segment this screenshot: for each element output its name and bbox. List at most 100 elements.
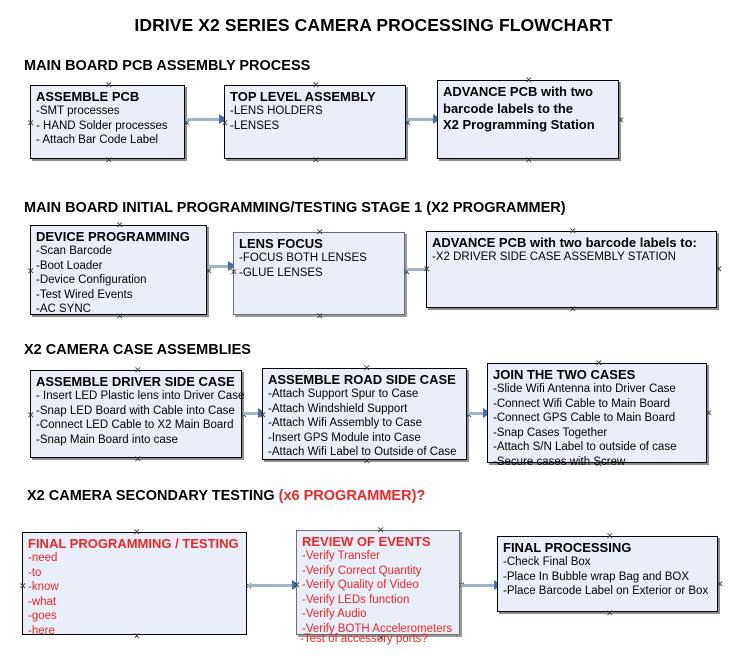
node-lens-focus[interactable]: LENS FOCUS -FOCUS BOTH LENSES -GLUE LENS…	[233, 232, 405, 315]
section-heading-2-text: MAIN BOARD INITIAL PROGRAMMING/TESTING S…	[24, 200, 566, 216]
node-line: -Verify BOTH Accelerometers	[302, 622, 453, 635]
node-line: -Verify Correct Quantity	[302, 564, 422, 577]
selection-handle[interactable]	[525, 77, 532, 84]
node-join-the-two-cases[interactable]: JOIN THE TWO CASES -Slide Wifi Antenna i…	[487, 360, 707, 468]
node-line: -Attach Wifi Label to Outside of Case	[268, 446, 457, 458]
node-line: -SMT processes	[36, 105, 120, 117]
node-line: -goes	[28, 610, 57, 622]
selection-handle[interactable]	[404, 120, 411, 127]
selection-handle[interactable]	[606, 533, 613, 540]
selection-handle[interactable]	[606, 610, 613, 617]
selection-handle[interactable]	[134, 367, 141, 374]
node-line: -Connect LED Cable to X2 Main Board	[36, 419, 234, 431]
section-heading-4-text: X2 CAMERA SECONDARY TESTING	[27, 488, 279, 504]
node-final-processing[interactable]: FINAL PROCESSING -Check Final Box -Place…	[497, 536, 718, 612]
node-title: FINAL PROGRAMMING / TESTING	[28, 536, 239, 551]
selection-handle[interactable]	[133, 529, 140, 536]
connector-arrow	[243, 412, 263, 415]
selection-handle[interactable]	[363, 365, 370, 372]
node-advance-pcb-driver-station[interactable]: ADVANCE PCB with two barcode labels to: …	[426, 231, 717, 308]
node-top-level-assembly[interactable]: TOP LEVEL ASSEMBLY -LENS HOLDERS -LENSES	[224, 85, 406, 159]
node-line: -LENS HOLDERS	[230, 105, 323, 117]
section-heading-4: X2 CAMERA SECONDARY TESTING (x6 PROGRAMM…	[27, 488, 425, 504]
selection-handle[interactable]	[116, 222, 123, 229]
selection-handle[interactable]	[134, 456, 141, 463]
node-title: ADVANCE PCB with two barcode labels to:	[432, 235, 697, 250]
node-line: -Connect Wifi Cable to Main Board	[493, 397, 671, 410]
arrowhead-icon	[219, 114, 227, 124]
selection-handle[interactable]	[569, 228, 576, 235]
section-heading-2: MAIN BOARD INITIAL PROGRAMMING/TESTING S…	[24, 200, 566, 216]
node-advance-pcb-programming[interactable]: ADVANCE PCB with two barcode labels to t…	[437, 80, 619, 159]
connector-arrow	[248, 584, 296, 587]
node-line: -AC SYNC	[36, 303, 91, 315]
node-line: - Insert LED Plastic lens into Driver Ca…	[36, 390, 245, 402]
selection-handle[interactable]	[316, 313, 323, 320]
node-final-programming-testing[interactable]: FINAL PROGRAMMING / TESTING -need -to -k…	[19, 529, 247, 637]
node-line: - HAND Solder processes	[36, 119, 168, 132]
selection-handle[interactable]	[569, 306, 576, 313]
selection-handle[interactable]	[105, 157, 112, 164]
node-title: JOIN THE TWO CASES	[493, 367, 636, 382]
node-line: -Attach Support Spur to Case	[268, 388, 419, 400]
node-line: -Boot Loader	[36, 259, 103, 272]
node-line: -Insert GPS Module into Case	[268, 431, 421, 444]
selection-handle[interactable]	[595, 360, 602, 367]
selection-handle[interactable]	[705, 410, 712, 417]
connector-arrow	[407, 118, 436, 121]
node-review-of-events[interactable]: REVIEW OF EVENTS -Verify Transfer -Verif…	[296, 530, 460, 635]
selection-handle[interactable]	[27, 412, 34, 419]
selection-handle[interactable]	[27, 268, 34, 275]
node-line: -Snap Main Board into case	[36, 433, 178, 446]
node-line: -Attach Wifi Assembly to Case	[268, 417, 423, 429]
node-line: -know	[28, 581, 59, 593]
node-line: X2 Programming Station	[443, 117, 595, 132]
node-line: -FOCUS BOTH LENSES	[239, 252, 367, 264]
section-heading-3: X2 CAMERA CASE ASSEMBLIES	[24, 342, 251, 358]
selection-handle[interactable]	[205, 268, 212, 275]
node-assemble-road-side-case[interactable]: ASSEMBLE ROAD SIDE CASE -Attach Support …	[262, 368, 467, 460]
node-title: DEVICE PROGRAMMING	[36, 229, 190, 244]
selection-handle[interactable]	[312, 82, 319, 89]
node-line: -Verify LEDs function	[302, 593, 410, 606]
selection-handle[interactable]	[715, 266, 722, 273]
connector-arrow	[406, 268, 436, 271]
section-heading-3-text: X2 CAMERA CASE ASSEMBLIES	[24, 342, 251, 358]
selection-handle[interactable]	[312, 157, 319, 164]
node-line: -GLUE LENSES	[239, 266, 323, 279]
selection-handle[interactable]	[105, 82, 112, 89]
node-title: REVIEW OF EVENTS	[302, 534, 431, 549]
section-heading-4-accent: (x6 PROGRAMMER)?	[278, 488, 426, 504]
node-line: -need	[28, 552, 58, 564]
selection-handle[interactable]	[525, 157, 532, 164]
connector-arrow	[186, 118, 221, 121]
node-assemble-driver-side-case[interactable]: ASSEMBLE DRIVER SIDE CASE - Insert LED P…	[27, 367, 245, 458]
node-title: FINAL PROCESSING	[503, 540, 632, 555]
connector-arrow	[468, 412, 488, 415]
node-line: -Secure cases with Screw	[493, 455, 626, 468]
node-line: -to	[28, 566, 42, 579]
node-line: -Scan Barcode	[36, 245, 113, 257]
node-device-programming[interactable]: DEVICE PROGRAMMING -Scan Barcode -Boot L…	[30, 225, 207, 315]
node-line: -X2 DRIVER SIDE CASE ASSEMBLY STATION	[432, 251, 676, 263]
node-line: -Attach Windshield Support	[268, 402, 408, 415]
node-line: -Place In Bubble wrap Bag and BOX	[503, 570, 690, 583]
page-title: IDRIVE X2 SERIES CAMERA PROCESSING FLOWC…	[134, 15, 613, 35]
selection-handle[interactable]	[19, 583, 26, 590]
selection-handle[interactable]	[316, 229, 323, 236]
connector-arrow	[461, 584, 497, 587]
node-title: TOP LEVEL ASSEMBLY	[230, 89, 376, 104]
selection-handle[interactable]	[27, 120, 34, 127]
selection-handle[interactable]	[617, 117, 624, 124]
section-heading-1-text: MAIN BOARD PCB ASSEMBLY PROCESS	[24, 58, 311, 74]
selection-handle[interactable]	[716, 581, 723, 588]
node-line: -Verify Quality of Video	[302, 579, 419, 591]
node-line: barcode labels to the	[443, 100, 574, 116]
selection-handle[interactable]	[183, 120, 190, 127]
node-line: -Snap LED Board with Cable into Case	[36, 404, 235, 417]
node-overflow-line: -Test of accessory ports?	[300, 633, 428, 645]
node-title: ASSEMBLE PCB	[36, 89, 140, 104]
selection-handle[interactable]	[377, 527, 384, 534]
node-assemble-pcb[interactable]: ASSEMBLE PCB -SMT processes - HAND Solde…	[30, 85, 185, 159]
